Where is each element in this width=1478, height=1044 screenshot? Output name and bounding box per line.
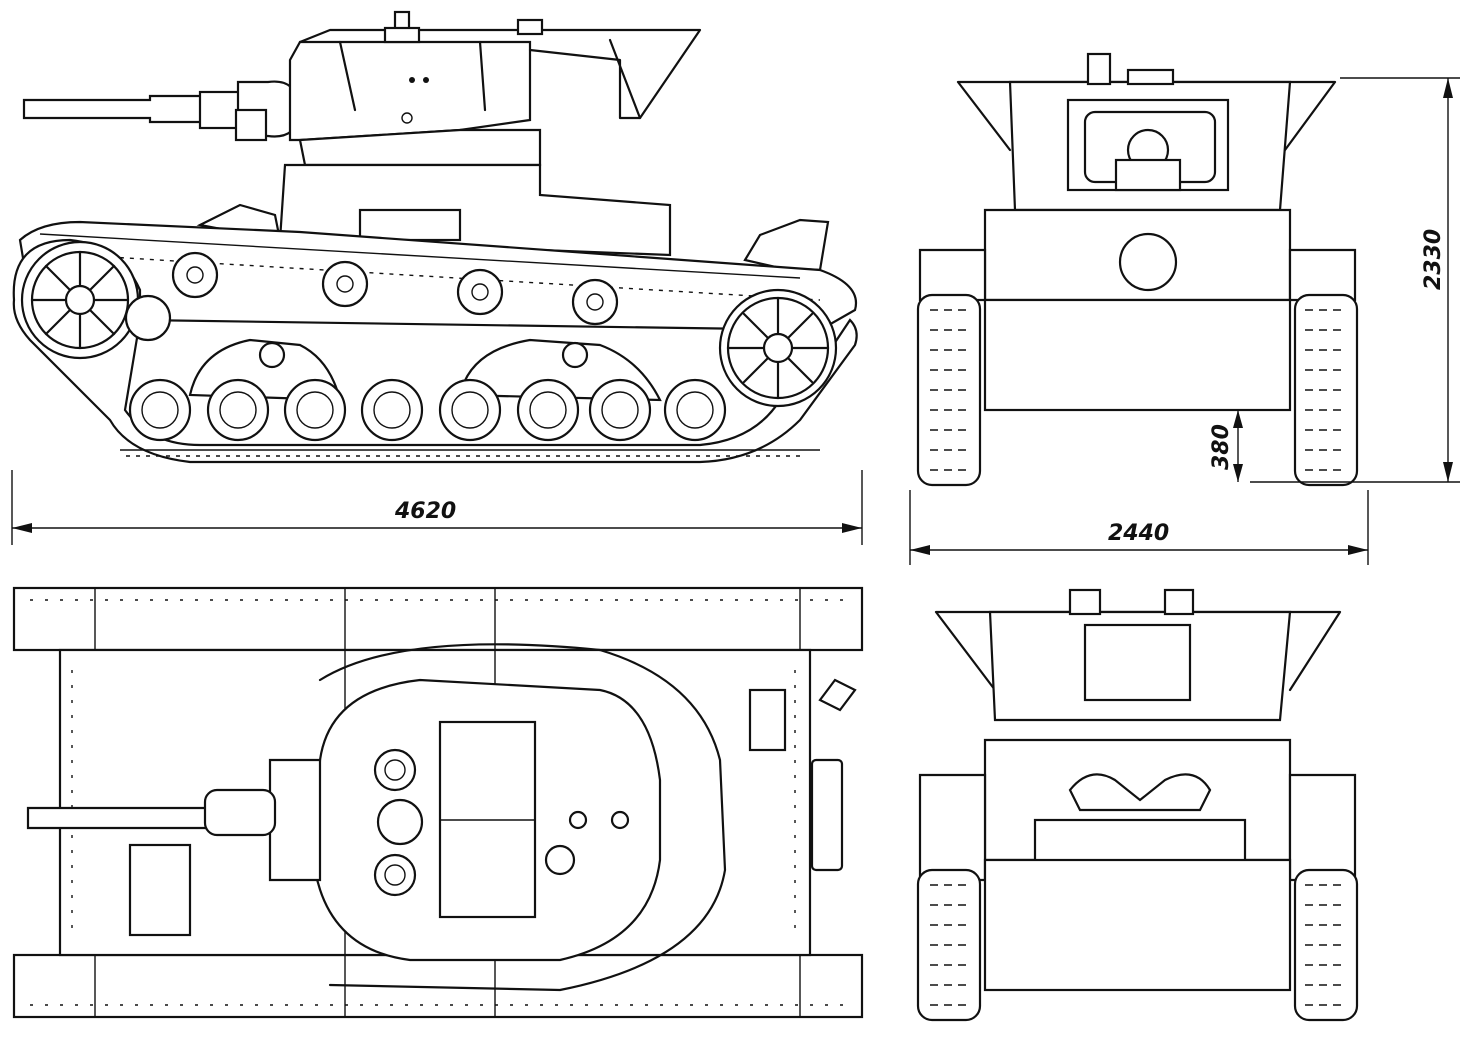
clearance-label: 380 [1209,424,1234,470]
road-wheels [128,378,727,442]
turret [288,40,532,142]
clearance-dimension: 380 [1209,410,1243,482]
drive-sprocket [20,240,172,360]
width-dimension: 2440 [909,490,1369,565]
top-right-fender [12,953,864,1019]
width-label: 2440 [1108,521,1169,546]
length-label: 4620 [394,499,456,524]
rear-view [916,588,1359,1022]
height-dimension: 2330 [1250,77,1460,483]
return-rollers [171,251,619,326]
hull-side [18,220,858,332]
gun-barrel [22,94,207,124]
top-left-fender [12,586,864,652]
idler-wheel [718,288,838,408]
top-view [12,586,864,1019]
front-view: 2330 380 2440 [909,52,1460,565]
track-links [59,253,821,457]
length-dimension: 4620 [11,470,863,545]
side-view: 4620 [11,10,863,545]
height-label: 2330 [1421,229,1446,290]
